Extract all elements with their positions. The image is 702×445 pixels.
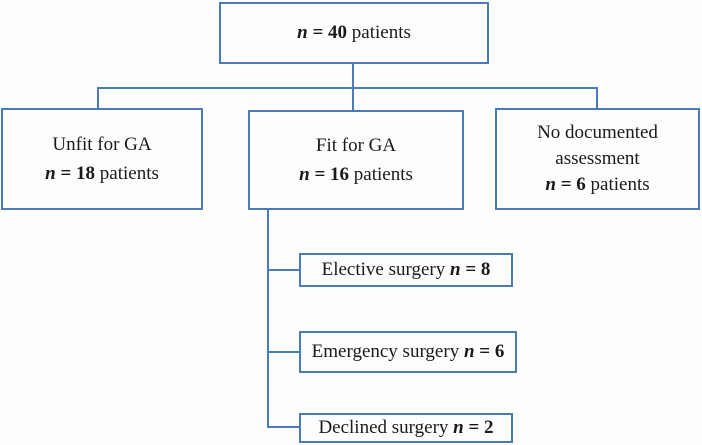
n-symbol: n [453, 417, 464, 439]
node-emergency-surgery: Emergency surgery n = 6 [299, 331, 517, 373]
connector-drop-middle [352, 87, 354, 110]
connector-trunk [267, 210, 269, 428]
node-declined-text: Declined surgery n = 2 [318, 413, 493, 442]
n-value: = 6 [479, 341, 505, 363]
node-declined-label: Declined surgery [318, 417, 449, 439]
n-symbol: n [449, 259, 461, 281]
node-unfit-for-ga: Unfit for GA n = 18 patients [1, 108, 203, 210]
node-noassess-label-line2: assessment [555, 147, 640, 169]
n-symbol: n [45, 163, 56, 184]
node-noassess-label-line1: No documented [537, 121, 658, 143]
connector-stub-elective [267, 269, 299, 271]
node-total-patients: n = 40 patients [219, 2, 489, 64]
node-elective-text: Elective surgery n = 8 [322, 255, 491, 284]
n-suffix: patients [353, 164, 413, 185]
node-fit-for-ga: Fit for GA n = 16 patients [248, 110, 464, 210]
node-no-documented-assessment: No documented assessment n = 6 patients [495, 108, 700, 210]
node-unfit-count: n = 18 patients [45, 159, 159, 188]
connector-drop-right [596, 87, 598, 108]
n-value: = 8 [465, 259, 491, 281]
node-elective-surgery: Elective surgery n = 8 [299, 253, 513, 287]
n-symbol: n [297, 22, 308, 44]
connector-drop-left [97, 87, 99, 108]
node-emergency-text: Emergency surgery n = 6 [312, 337, 505, 366]
n-suffix: patients [590, 174, 650, 196]
n-suffix: patients [99, 163, 159, 184]
n-value: = 40 [312, 22, 348, 44]
node-emergency-label: Emergency surgery [311, 341, 460, 363]
n-value: = 18 [60, 163, 96, 184]
node-elective-label: Elective surgery [321, 259, 446, 281]
n-value: = 2 [468, 417, 494, 439]
connector-stub-declined [267, 426, 299, 428]
connector-top-stem [352, 64, 354, 88]
connector-horizontal-bar [97, 87, 598, 89]
node-unfit-label: Unfit for GA [52, 133, 152, 155]
n-value: = 16 [314, 164, 350, 185]
n-suffix: patients [351, 22, 411, 44]
node-fit-label: Fit for GA [315, 134, 397, 156]
n-symbol: n [463, 341, 475, 363]
node-total-text: n = 40 patients [297, 18, 411, 47]
node-declined-surgery: Declined surgery n = 2 [299, 413, 513, 443]
n-symbol: n [545, 174, 556, 196]
n-value: = 6 [560, 174, 586, 196]
node-fit-count: n = 16 patients [299, 160, 413, 189]
node-noassess-count: n = 6 patients [545, 172, 649, 198]
connector-stub-emergency [267, 351, 299, 353]
n-symbol: n [299, 164, 310, 185]
